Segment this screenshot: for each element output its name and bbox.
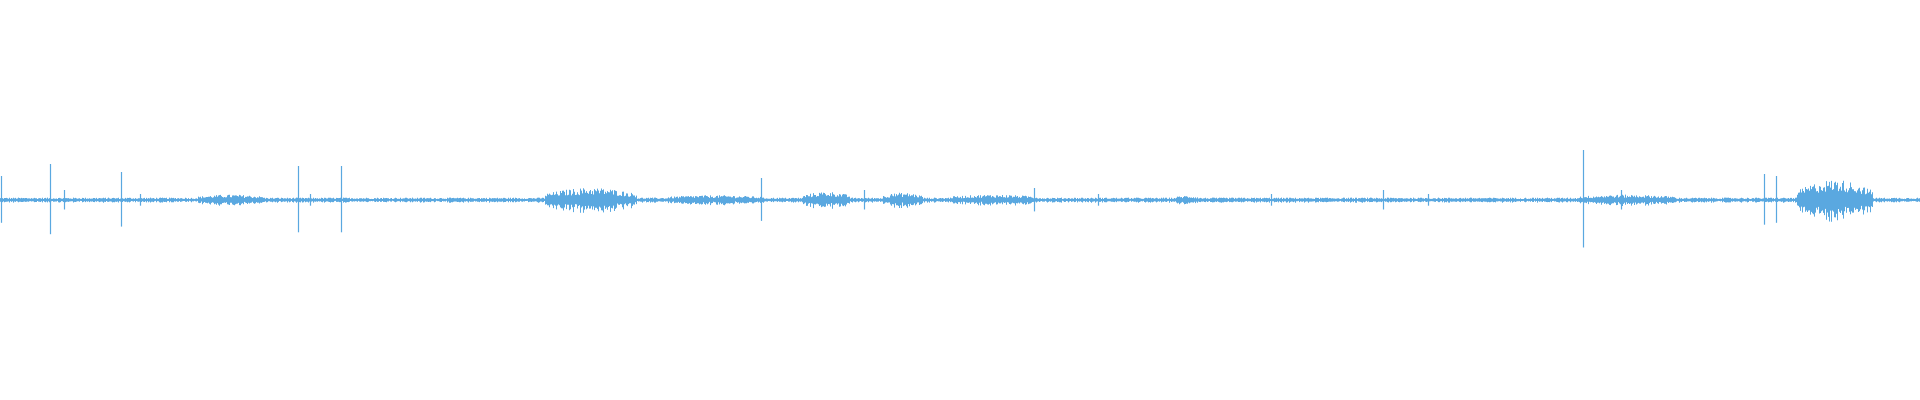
waveform-envelope <box>0 180 1920 222</box>
waveform-samples <box>0 150 1920 248</box>
